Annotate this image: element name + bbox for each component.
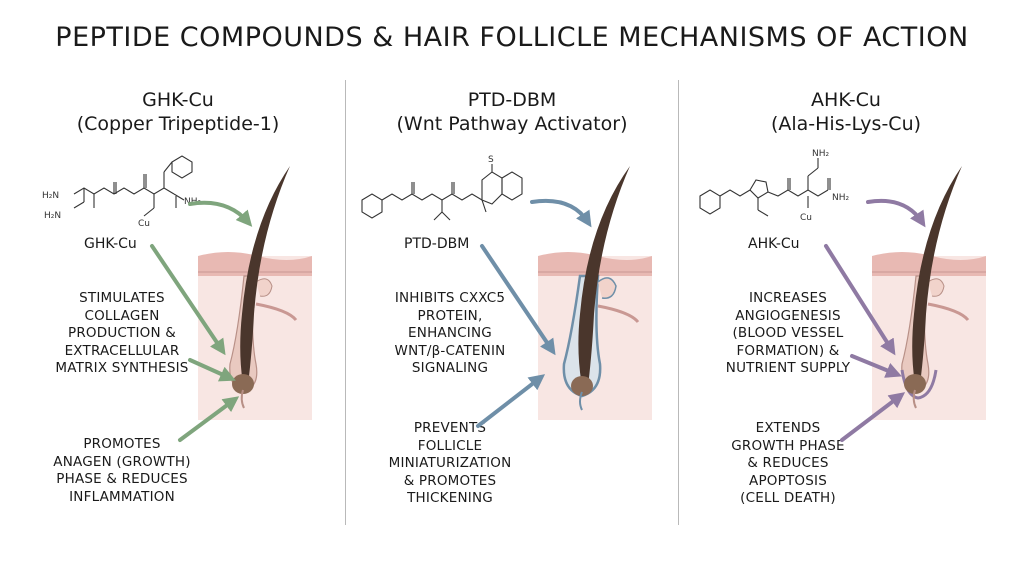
molecule-structure: S	[361, 155, 523, 221]
molecule-label: GHK-Cu	[84, 236, 137, 252]
page-title: PEPTIDE COMPOUNDS & HAIR FOLLICLE MECHAN…	[55, 22, 969, 53]
structure-label: H₂N	[42, 191, 59, 201]
panel-ghk-cu: GHK-Cu (Copper Tripeptide-1) H₂N H₂N Cu …	[12, 78, 344, 528]
molecule-label: AHK-Cu	[748, 236, 800, 252]
structure-label: Cu	[800, 213, 812, 223]
panel-heading: PTD-DBM (Wnt Pathway Activator)	[346, 88, 678, 136]
compound-name: AHK-Cu	[811, 89, 881, 111]
mechanism-arrows	[824, 198, 926, 442]
panel-ptd-dbm: PTD-DBM (Wnt Pathway Activator) S PTD-DB…	[346, 78, 678, 528]
mechanism-arrows	[150, 200, 253, 442]
molecule-structure: H₂N H₂N Cu NH₂	[42, 155, 202, 229]
structure-label: NH₂	[832, 193, 850, 203]
mechanism-text-secondary: PREVENTS FOLLICLE MINIATURIZATION & PROM…	[388, 420, 512, 506]
compound-subtitle: (Ala-His-Lys-Cu)	[770, 113, 922, 135]
hair-follicle-illustration	[538, 166, 652, 420]
structure-label: Cu	[138, 219, 150, 229]
panel-heading: GHK-Cu (Copper Tripeptide-1)	[12, 88, 344, 136]
mechanism-text-secondary: PROMOTES ANAGEN (GROWTH) PHASE & REDUCES…	[53, 436, 191, 505]
molecule-structure: NH₂ NH₂ Cu	[699, 149, 850, 223]
panel-divider	[678, 80, 679, 525]
structure-label: H₂N	[44, 211, 61, 221]
molecule-label: PTD-DBM	[404, 236, 470, 252]
compound-subtitle: (Wnt Pathway Activator)	[396, 113, 628, 135]
mechanism-arrows	[476, 198, 592, 428]
panel-divider	[345, 80, 346, 525]
structure-label: NH₂	[812, 149, 830, 159]
compound-name: GHK-Cu	[142, 89, 214, 111]
compound-subtitle: (Copper Tripeptide-1)	[76, 113, 280, 135]
mechanism-text-primary: INCREASES ANGIOGENESIS (BLOOD VESSEL FOR…	[725, 290, 851, 376]
panel-heading: AHK-Cu (Ala-His-Lys-Cu)	[680, 88, 1012, 136]
mechanism-text-primary: INHIBITS CXXC5 PROTEIN, ENHANCING WNT/β-…	[394, 290, 506, 376]
panel-ahk-cu: AHK-Cu (Ala-His-Lys-Cu) NH₂ NH₂ Cu AHK-C…	[680, 78, 1012, 528]
structure-label: S	[488, 155, 494, 165]
compound-name: PTD-DBM	[467, 89, 557, 111]
mechanism-text-secondary: EXTENDS GROWTH PHASE & REDUCES APOPTOSIS…	[731, 420, 845, 506]
mechanism-text-primary: STIMULATES COLLAGEN PRODUCTION & EXTRACE…	[55, 290, 189, 376]
